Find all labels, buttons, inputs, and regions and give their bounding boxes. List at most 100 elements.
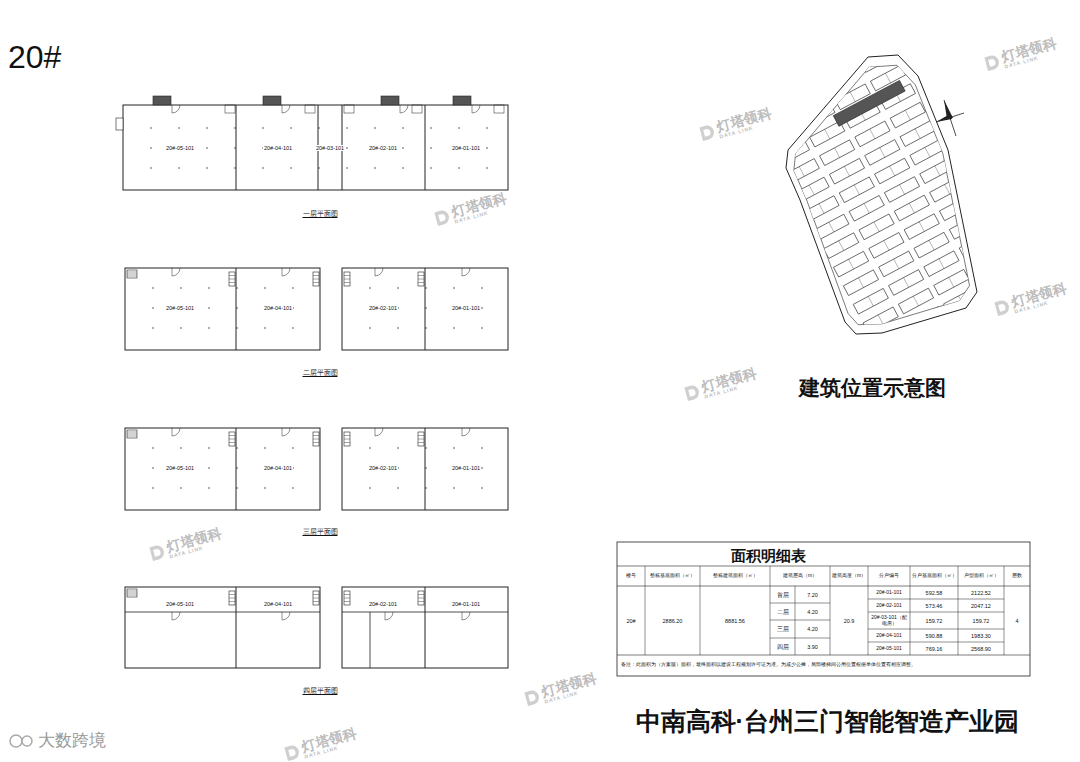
- floor-plan-caption: 三层平面图: [303, 528, 338, 535]
- site-building: [863, 307, 898, 333]
- table-cell: 1983.30: [960, 633, 1003, 639]
- site-building: [800, 103, 835, 129]
- site-building-split: [870, 129, 875, 139]
- site-building: [914, 232, 949, 258]
- table-cell: 20#: [619, 618, 644, 624]
- site-building: [884, 177, 919, 203]
- site-building: [949, 214, 984, 240]
- column-dot: [236, 447, 237, 448]
- site-building: [829, 158, 864, 184]
- watermark-logo-shape: [684, 384, 700, 401]
- table-cell: 590.88: [912, 633, 957, 639]
- watermark-logo: [682, 383, 702, 403]
- unit-number: 20#-04-101: [264, 601, 292, 607]
- stair-symbol: [344, 272, 350, 286]
- table-rule: [910, 566, 911, 655]
- table-cell: 7.20: [797, 592, 829, 598]
- site-building-split: [929, 240, 934, 250]
- stair-symbol: [313, 591, 319, 605]
- project-name: 中南高科·台州三门智能智造产业园: [636, 707, 1019, 736]
- table-rule: [868, 599, 1004, 600]
- service-room: [305, 105, 315, 113]
- stair-tread: [229, 594, 235, 595]
- floor-plan-caption: 二层平面图: [303, 369, 338, 376]
- column-dot: [206, 127, 207, 128]
- stair-tread: [229, 282, 235, 283]
- watermark-logo: [147, 543, 167, 563]
- stair-tread: [229, 442, 235, 443]
- column-dot: [208, 447, 209, 448]
- unit-number: 20#-01-101: [452, 465, 480, 471]
- table-cell: 2047.12: [960, 603, 1003, 609]
- stair-tread: [344, 435, 350, 436]
- column-dot: [262, 167, 263, 168]
- watermark: 灯塔领科DATA LINK: [681, 366, 759, 405]
- unit-number: 20#-01-101: [452, 601, 480, 607]
- table-rule: [770, 620, 830, 621]
- column-dot: [234, 147, 235, 148]
- table-cell: 573.46: [912, 603, 957, 609]
- table-rule: [868, 612, 1004, 613]
- site-building: [853, 288, 888, 314]
- table-header: 整栋建筑面积（㎡）: [702, 573, 769, 579]
- stair-symbol: [418, 272, 424, 286]
- table-rule: [770, 566, 771, 655]
- area-table: [617, 542, 1030, 676]
- site-building-split: [840, 73, 845, 83]
- table-rule: [868, 566, 869, 655]
- site-building-split: [888, 333, 893, 343]
- unit-room: 20#-04-101: [263, 145, 293, 151]
- watermark: 灯塔领科DATA LINK: [991, 281, 1069, 320]
- partition-wall: [370, 612, 371, 668]
- stair-tread: [127, 591, 137, 592]
- column-dot: [264, 447, 265, 448]
- column-dot: [208, 327, 209, 328]
- table-rule: [830, 566, 831, 655]
- table-cell: 三层: [772, 626, 794, 632]
- door-swing: [172, 268, 180, 276]
- column-dot: [402, 127, 403, 128]
- north-arrow-head: [936, 114, 952, 122]
- unit-number: 20#-02-101: [369, 601, 397, 607]
- site-building-split: [945, 184, 950, 194]
- site-building-split: [839, 241, 844, 251]
- unit-room: 20#-01-101: [451, 465, 481, 471]
- site-building-split: [799, 167, 804, 177]
- site-building: [855, 121, 890, 147]
- unit-number: 20#-01-101: [452, 145, 480, 151]
- table-cell: 4.20: [797, 626, 829, 632]
- service-room: [225, 105, 235, 113]
- site-building-split: [905, 110, 910, 120]
- door-swing: [282, 268, 290, 276]
- partition-wall: [236, 105, 237, 190]
- unit-room: 20#-04-101: [263, 465, 293, 471]
- table-rule: [645, 566, 646, 655]
- column-dot: [292, 327, 293, 328]
- column-dot: [481, 447, 482, 448]
- table-rule: [700, 566, 701, 655]
- watermark-logo-shape: [994, 299, 1010, 316]
- site-building-split: [894, 259, 899, 269]
- unit-number: 20#-01-101: [452, 305, 480, 311]
- column-dot: [152, 287, 153, 288]
- site-building-split: [959, 296, 964, 306]
- watermark-text: 灯塔领科DATA LINK: [300, 726, 359, 760]
- stair-symbol: [313, 432, 319, 446]
- column-dot: [264, 327, 265, 328]
- site-building: [820, 140, 855, 166]
- stair-tread: [344, 442, 350, 443]
- table-title: 面积明细表: [731, 547, 806, 564]
- unit-room: 20#-01-101: [451, 601, 481, 607]
- corridor-wall: [125, 612, 320, 613]
- partition-wall: [425, 428, 426, 510]
- column-dot: [180, 327, 181, 328]
- column-dot: [369, 327, 370, 328]
- stair-tread: [127, 436, 137, 437]
- stair-tread: [418, 601, 424, 602]
- column-dot: [481, 287, 482, 288]
- table-cell: 159.72: [912, 618, 957, 624]
- watermark-text: 灯塔领科DATA LINK: [540, 671, 599, 705]
- column-dot: [318, 127, 319, 128]
- table-note: 备注：此面积为（方案版）面积，最终面积以建设工程规划许可证为准。为减少公摊，局部…: [621, 662, 916, 668]
- table-cell: 20.9: [832, 618, 867, 624]
